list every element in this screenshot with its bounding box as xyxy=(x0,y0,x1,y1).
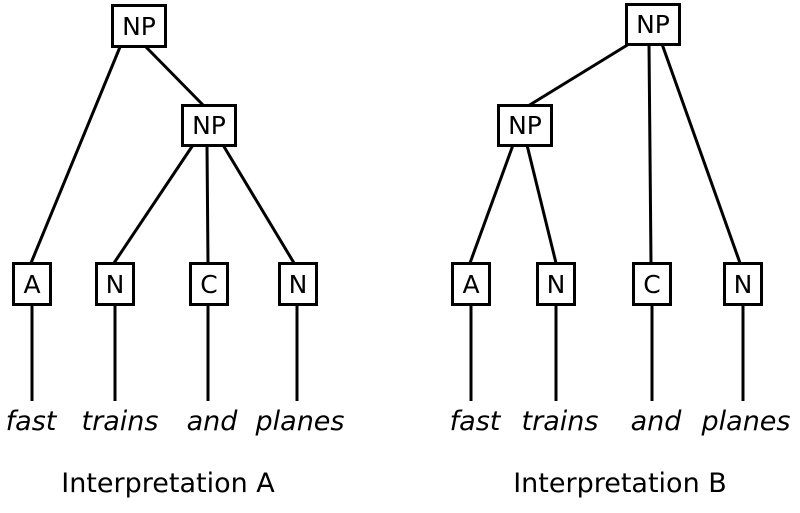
tree-b-caption: Interpretation B xyxy=(513,468,727,499)
tree-a-inner-np-node: NP xyxy=(181,104,237,147)
edge-b-root-to-noun2 xyxy=(660,43,742,264)
tree-a-word-fast: fast xyxy=(5,406,57,437)
edge-a-inner-to-noun1 xyxy=(112,144,195,264)
edge-b-inner-to-noun1 xyxy=(525,144,558,264)
tree-a-noun1-node: N xyxy=(95,262,135,306)
tree-b-adjective-node: A xyxy=(451,262,491,306)
edge-a-root-to-inner-np xyxy=(144,45,206,108)
edge-a-inner-to-conj xyxy=(205,144,210,264)
edge-a-inner-to-noun2 xyxy=(221,144,296,264)
tree-a-root-np-node: NP xyxy=(111,4,167,48)
tree-a-word-planes: planes xyxy=(255,406,345,437)
edge-b-root-to-conj xyxy=(647,43,653,264)
tree-b-noun1-node: N xyxy=(536,262,576,306)
tree-a-noun2-node: N xyxy=(278,262,318,306)
tree-b-word-trains: trains xyxy=(521,406,599,437)
tree-a-caption: Interpretation A xyxy=(61,468,275,499)
tree-b-inner-np-node: NP xyxy=(497,104,553,147)
tree-b-root-np-node: NP xyxy=(625,3,681,46)
tree-a-word-and: and xyxy=(186,406,238,437)
tree-b-word-and: and xyxy=(630,406,682,437)
edge-a-root-to-adjective xyxy=(29,46,122,264)
tree-a-conj-node: C xyxy=(189,262,229,306)
tree-b-noun2-node: N xyxy=(723,262,763,306)
tree-b-word-planes: planes xyxy=(701,406,791,437)
edge-b-inner-to-adjective xyxy=(468,144,515,264)
edge-b-root-to-inner-np xyxy=(527,42,630,108)
tree-a-adjective-node: A xyxy=(12,262,52,306)
tree-b-conj-node: C xyxy=(632,262,672,306)
tree-a-word-trains: trains xyxy=(81,406,159,437)
tree-b-word-fast: fast xyxy=(449,406,501,437)
